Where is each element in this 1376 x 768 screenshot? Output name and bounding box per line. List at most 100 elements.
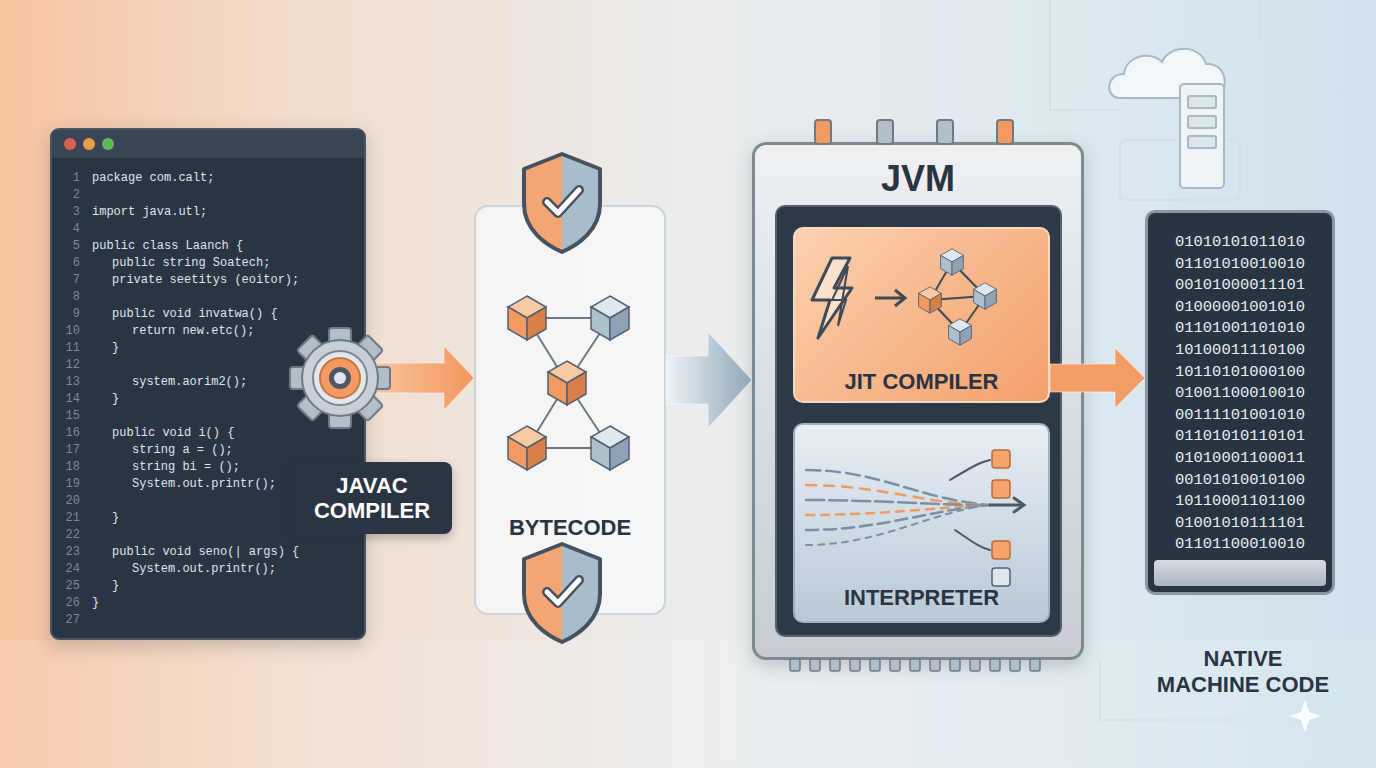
code-line: string a = (); (132, 441, 233, 459)
binary-row: 01000001001010 (1145, 297, 1335, 317)
code-line: public void seno(| args) { (112, 543, 299, 561)
line-number: 8 (54, 288, 80, 306)
interpreter-icon (992, 568, 1010, 586)
interpreter-icon (992, 450, 1010, 468)
code-line: } (112, 577, 119, 595)
jit-title: JIT COMPILER (799, 369, 1044, 395)
interpreter-icon (992, 541, 1010, 559)
circuit-lines (1050, 0, 1376, 720)
line-number: 11 (54, 339, 80, 357)
sparkle-icon (1289, 700, 1321, 732)
gear-icon (290, 328, 390, 428)
screen-base-plate (1154, 560, 1326, 586)
line-number: 4 (54, 220, 80, 238)
binary-row: 00111101001010 (1145, 405, 1335, 425)
code-line: private seetitys (eoitor); (112, 271, 299, 289)
binary-row: 00101010010100 (1145, 470, 1335, 490)
line-number: 10 (54, 322, 80, 340)
interpreter-title: INTERPRETER (799, 585, 1044, 611)
jvm-pin (930, 659, 940, 671)
gear-icon (302, 340, 378, 416)
code-line: string bi = (); (132, 458, 240, 476)
circuit-lines (1050, 0, 1120, 110)
jvm-box: JVMJIT COMPILERINTERPRETER (752, 142, 1084, 660)
interpreter-box: INTERPRETER (793, 423, 1050, 623)
binary-row: 01001010111101 (1145, 513, 1335, 533)
circuit-lines (1330, 89, 1376, 91)
binary-row: 01010101011010 (1145, 232, 1335, 252)
code-line: public void i() { (112, 424, 234, 442)
bytecode-title: BYTECODE (476, 515, 664, 541)
code-line: } (92, 594, 99, 612)
binary-row: 01101010110101 (1145, 426, 1335, 446)
circuit-lines (1345, 419, 1376, 421)
binary-row: 10110001101100 (1145, 491, 1335, 511)
code-line: package com.calt; (92, 169, 214, 187)
binary-row: 01001100010010 (1145, 383, 1335, 403)
gear-icon (334, 372, 346, 384)
jvm-pins (815, 120, 1013, 144)
window-dot (83, 138, 95, 150)
native-title: NATIVE MACHINE CODE (1151, 646, 1335, 699)
jvm-pin (1010, 659, 1020, 671)
gear-icon (329, 367, 351, 389)
line-number: 13 (54, 373, 80, 391)
circuit-lines (1345, 249, 1376, 251)
code-line: import java.utl; (92, 203, 207, 221)
code-line: public class Laanch { (92, 237, 243, 255)
binary-row: 01101001101010 (1145, 318, 1335, 338)
line-number: 22 (54, 526, 80, 544)
circuit-lines (1259, 0, 1261, 40)
jvm-pin (830, 659, 840, 671)
binary-row: 10100011110100 (1145, 340, 1335, 360)
code-line: return new.etc(); (132, 322, 254, 340)
line-number: 1 (54, 169, 80, 187)
line-number: 20 (54, 492, 80, 510)
line-number: 9 (54, 305, 80, 323)
binary-row: 01010001100011 (1145, 448, 1335, 468)
jvm-pin (990, 659, 1000, 671)
line-number: 16 (54, 424, 80, 442)
jvm-pins (997, 120, 1013, 144)
floor-band (0, 640, 1376, 768)
compiler-label: JAVAC COMPILER (292, 462, 452, 534)
cloud-server-icon (1188, 136, 1216, 148)
line-number: 23 (54, 543, 80, 561)
jvm-bottom-pins (790, 659, 1040, 671)
line-number: 5 (54, 237, 80, 255)
cloud-server-icon (1180, 84, 1224, 188)
jvm-pins (937, 120, 953, 144)
flow-arrow (666, 332, 752, 428)
code-line: System.out.printr(); (132, 475, 276, 493)
jvm-pins (815, 120, 831, 144)
line-number: 14 (54, 390, 80, 408)
jvm-pin (850, 659, 860, 671)
code-line: public string Soatech; (112, 254, 270, 272)
line-number: 19 (54, 475, 80, 493)
binary-row: 01101010010010 (1145, 254, 1335, 274)
interpreter-icon (992, 480, 1010, 498)
jvm-pins (877, 120, 893, 144)
code-line: } (112, 509, 119, 527)
jvm-pin (890, 659, 900, 671)
cloud-server-icon (1109, 49, 1225, 188)
line-number: 25 (54, 577, 80, 595)
editor-title-bar (52, 130, 364, 158)
gear-icon (320, 358, 360, 398)
line-number: 12 (54, 356, 80, 374)
code-line: } (112, 339, 119, 357)
jvm-pin (790, 659, 800, 671)
line-number: 27 (54, 611, 80, 629)
gear-icon (313, 351, 367, 405)
binary-row: 01101100010010 (1145, 534, 1335, 554)
line-number: 21 (54, 509, 80, 527)
line-number: 17 (54, 441, 80, 459)
cloud-server-icon (1188, 116, 1216, 128)
binary-row: 00101000011101 (1145, 275, 1335, 295)
line-number: 26 (54, 594, 80, 612)
jvm-pin (1030, 659, 1040, 671)
flow-arrow (366, 346, 474, 410)
binary-row: 10110101000100 (1145, 362, 1335, 382)
jvm-pin (910, 659, 920, 671)
native-code-panel: 0101010101101001101010010010001010000111… (1145, 210, 1345, 705)
